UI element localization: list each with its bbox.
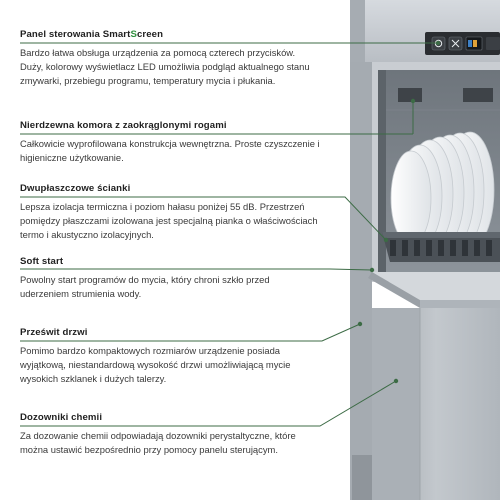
- leader-line-walls: [20, 196, 387, 241]
- feature-description: Bardzo łatwa obsługa urządzenia za pomoc…: [20, 47, 310, 86]
- chamber-vent: [463, 88, 493, 102]
- leader-line-softstart: [20, 268, 373, 271]
- chamber-vent: [398, 88, 422, 102]
- feature-title: Soft start: [20, 256, 64, 267]
- feature-description: Lepsza izolacja termiczna i poziom hałas…: [20, 201, 318, 240]
- feature-description: Za dozowanie chemii odpowiadają dozownik…: [20, 430, 296, 455]
- feature-description: Pomimo bardzo kompaktowych rozmiarów urz…: [20, 345, 291, 384]
- feature-title: Panel sterowania SmartScreen: [20, 29, 164, 40]
- feature-description: Całkowicie wyprofilowana konstrukcja wew…: [20, 138, 320, 163]
- plates: [390, 131, 495, 250]
- leader-line-dosers: [20, 380, 397, 427]
- dish-rack: [382, 232, 500, 262]
- feature-soft-start: Soft start Powolny start programów do my…: [20, 256, 320, 301]
- feature-title: Dwupłaszczowe ścianki: [20, 183, 131, 194]
- feature-title: Dozowniki chemii: [20, 412, 103, 423]
- feature-description: Powolny start programów do mycia, który …: [20, 274, 270, 299]
- leader-dot: [435, 40, 441, 46]
- feature-title: Prześwit drzwi: [20, 327, 88, 338]
- feature-title: Nierdzewna komora z zaokrąglonymi rogami: [20, 120, 227, 131]
- side-wall: [350, 62, 372, 500]
- feature-chemical-dosers: Dozowniki chemii Za dozowanie chemii odp…: [20, 412, 320, 457]
- feature-control-panel: Panel sterowania SmartScreen Bardzo łatw…: [20, 29, 320, 88]
- feature-door-clearance: Prześwit drzwi Pomimo bardzo kompaktowyc…: [20, 327, 320, 386]
- leader-dot: [393, 378, 399, 384]
- leader-dot: [383, 237, 389, 243]
- leader-line-door: [20, 323, 361, 342]
- leader-dot: [369, 267, 375, 273]
- leader-dot: [357, 321, 363, 327]
- open-door: [372, 272, 500, 300]
- feature-stainless-chamber: Nierdzewna komora z zaokrąglonymi rogami…: [20, 120, 320, 165]
- feature-double-walls: Dwupłaszczowe ścianki Lepsza izolacja te…: [20, 183, 320, 242]
